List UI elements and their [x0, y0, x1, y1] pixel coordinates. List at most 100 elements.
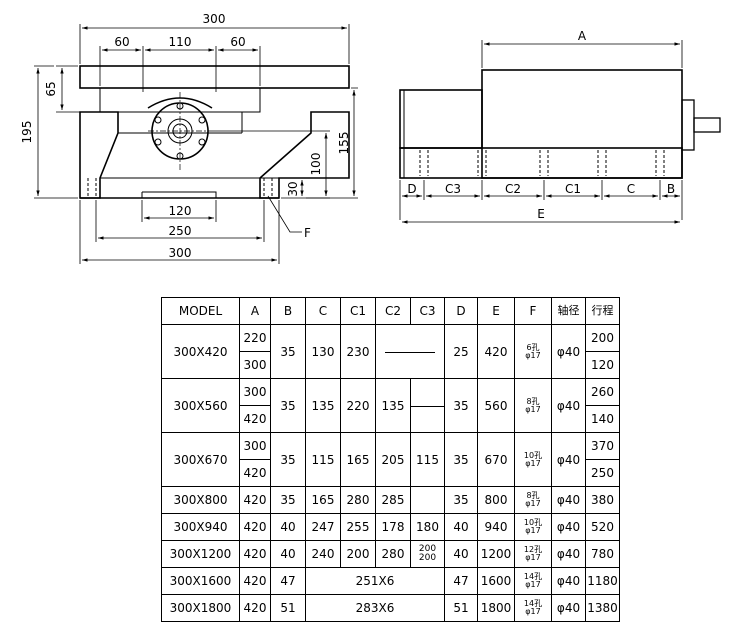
- f-holes: 6孔: [526, 342, 540, 352]
- cell-c1: 255: [340, 513, 376, 541]
- cell-c1: 200: [340, 540, 376, 568]
- cell-e: 420: [477, 324, 515, 379]
- cell-shaft: φ40: [551, 378, 586, 433]
- cell-d: 40: [444, 540, 478, 568]
- cell-a: 420: [239, 540, 271, 568]
- cell-d: 40: [444, 513, 478, 541]
- c3-bottom: 200: [418, 553, 437, 563]
- label-f: F: [304, 226, 311, 240]
- cell-a: 420: [239, 459, 271, 487]
- dim-a: A: [578, 29, 587, 43]
- side-view: [399, 69, 721, 179]
- cell-a: 300: [239, 378, 271, 406]
- dim-c2: C2: [505, 182, 521, 196]
- cell-b: 35: [270, 432, 306, 487]
- dim-total-height: 195: [20, 121, 34, 144]
- dim-slot-width: 120: [169, 204, 192, 218]
- f-dia: φ17: [525, 499, 541, 508]
- dim-d: D: [407, 182, 416, 196]
- cell-stroke: 1380: [585, 594, 620, 622]
- header-c: C: [305, 297, 341, 325]
- cell-c1: 230: [340, 324, 376, 379]
- cell-c: 115: [305, 432, 341, 487]
- cell-stroke: 140: [585, 405, 620, 433]
- dim-top-width: 300: [203, 12, 226, 26]
- f-dia: φ17: [525, 350, 541, 360]
- cell-c2: 285: [375, 486, 411, 514]
- table-row: 420 140: [162, 405, 620, 433]
- cell-c: 240: [305, 540, 341, 568]
- cell-stroke: 260: [585, 378, 620, 406]
- table-row: 420 250: [162, 459, 620, 487]
- dim-mid-height: 155: [337, 132, 351, 155]
- cell-model: 300X420: [161, 324, 240, 379]
- cell-b: 40: [270, 540, 306, 568]
- dim-base-inner: 250: [169, 224, 192, 238]
- cell-c2: 205: [375, 432, 411, 487]
- header-d: D: [444, 297, 478, 325]
- table-header-row: MODEL A B C C1 C2 C3 D E F 轴径 行程: [161, 297, 620, 325]
- cell-e: 670: [477, 432, 515, 487]
- cell-shaft: φ40: [551, 567, 586, 595]
- cell-shaft: φ40: [551, 594, 586, 622]
- cell-d: 51: [444, 594, 478, 622]
- f-holes: 8孔: [526, 396, 540, 406]
- cell-c2: 178: [375, 513, 411, 541]
- cell-stroke: 120: [585, 351, 620, 379]
- f-holes: 14孔: [523, 599, 543, 608]
- dim-c1: C1: [565, 182, 581, 196]
- cell-c1: 280: [340, 486, 376, 514]
- header-shaft: 轴径: [551, 297, 586, 325]
- technical-drawing: 300 60 110 60 65 195 120 250 300 30 100 …: [20, 12, 721, 264]
- cell-model: 300X800: [161, 486, 240, 514]
- f-dia: φ17: [525, 580, 541, 589]
- dim-center-height: 100: [309, 153, 323, 176]
- front-dimensions: [34, 24, 358, 264]
- cell-e: 560: [477, 378, 515, 433]
- dim-e: E: [537, 207, 545, 221]
- cell-model: 300X1200: [161, 540, 240, 568]
- cell-e: 940: [477, 513, 515, 541]
- cell-c: 165: [305, 486, 341, 514]
- cell-e: 800: [477, 486, 515, 514]
- cell-stroke: 520: [585, 513, 620, 541]
- cell-d: 25: [444, 324, 478, 379]
- cell-shaft: φ40: [551, 513, 586, 541]
- cell-a: 220: [239, 324, 271, 352]
- header-a: A: [239, 297, 271, 325]
- spec-table: MODEL A B C C1 C2 C3 D E F 轴径 行程 300X420…: [161, 297, 620, 622]
- empty-dash: [385, 351, 435, 353]
- dim-b: B: [667, 182, 675, 196]
- cell-model: 300X670: [161, 432, 240, 487]
- cell-c: 135: [305, 378, 341, 433]
- cell-c3-empty: [410, 378, 445, 433]
- f-dia: φ17: [525, 404, 541, 414]
- empty-dash: [411, 405, 444, 407]
- header-c3: C3: [410, 297, 445, 325]
- cell-b: 40: [270, 513, 306, 541]
- header-c2: C2: [375, 297, 411, 325]
- cell-b: 35: [270, 486, 306, 514]
- cell-c3: 115: [410, 432, 445, 487]
- header-e: E: [477, 297, 515, 325]
- dim-left-gap: 60: [114, 35, 129, 49]
- dim-step-height: 30: [286, 181, 300, 196]
- header-b: B: [270, 297, 306, 325]
- cell-c2: 135: [375, 378, 411, 433]
- cell-c-merged: 251X6: [305, 567, 445, 595]
- f-dia: φ17: [525, 458, 541, 468]
- cell-a: 300: [239, 351, 271, 379]
- header-f: F: [514, 297, 552, 325]
- c3-top: 200: [418, 544, 437, 554]
- cell-a: 420: [239, 567, 271, 595]
- header-model: MODEL: [161, 297, 240, 325]
